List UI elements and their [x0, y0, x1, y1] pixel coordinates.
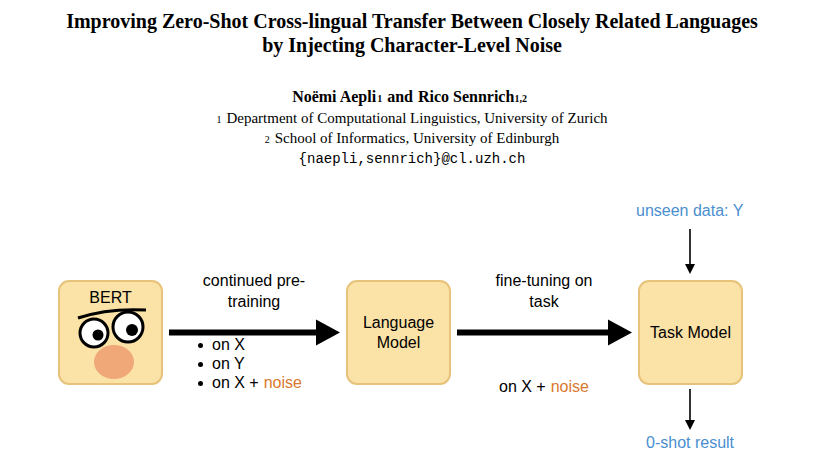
bullet-row: on X [198, 336, 245, 354]
output-arrow-line [689, 389, 691, 422]
data-note: on X [212, 336, 245, 354]
data-note: on X + [499, 378, 546, 396]
superscript: 1 [377, 93, 382, 104]
arrow-shaft [457, 330, 610, 336]
paper-title: Improving Zero-Shot Cross-lingual Transf… [62, 9, 762, 57]
superscript: 1 [216, 114, 221, 125]
superscript: 1,2 [514, 93, 527, 104]
output-arrow-head [685, 420, 695, 430]
left-eye [80, 319, 108, 347]
right-pupil [126, 324, 138, 336]
edge-label: fine-tuning on task [489, 270, 599, 312]
noise-word: noise [551, 378, 589, 396]
data-note: on Y [212, 355, 245, 373]
nose [94, 345, 134, 379]
arrow-shaft [169, 330, 318, 336]
edge-label: continued pre-training [194, 270, 314, 312]
data-note-line: on X + noise [499, 378, 589, 396]
box-label: Task Model [650, 323, 731, 343]
right-eye [113, 312, 143, 342]
model-box: Language Model [346, 280, 451, 385]
header-text: Department of Computational Linguistics,… [226, 110, 607, 127]
left-pupil [93, 330, 104, 341]
input-arrow-line [689, 229, 691, 266]
title-wrap: Improving Zero-Shot Cross-lingual Transf… [0, 9, 824, 57]
bullet-dot [198, 343, 203, 348]
bullet-row: on X + noise [198, 374, 302, 392]
box-label: BERT [89, 288, 131, 308]
eyebrow [78, 310, 146, 318]
process-arrow [169, 320, 340, 346]
bullet-dot [198, 362, 203, 367]
arrow-head [316, 320, 340, 346]
header-text: {naepli,sennrich}@cl.uzh.ch [299, 151, 526, 167]
data-note: on X + [212, 374, 259, 392]
box-label: Language Model [353, 313, 444, 353]
header-line: 2 School of Informatics, University of Ed… [0, 130, 824, 147]
header-text: and [387, 88, 413, 106]
superscript: 2 [265, 134, 270, 145]
process-arrow [457, 320, 632, 346]
header-line: 1 Department of Computational Linguistics… [0, 110, 824, 127]
model-box: Task Model [638, 280, 743, 385]
header-text: Noëmi Aepli [292, 88, 376, 106]
input-arrow-head [685, 264, 695, 274]
header-text: School of Informatics, University of Edi… [275, 130, 560, 147]
header-text: Rico Sennrich [418, 88, 514, 106]
header-line: {naepli,sennrich}@cl.uzh.ch [0, 151, 824, 167]
output-label: 0-shot result [646, 434, 734, 452]
arrow-head [608, 320, 632, 346]
input-label: unseen data: Y [636, 202, 743, 220]
bullet-dot [198, 381, 203, 386]
noise-word: noise [264, 374, 302, 392]
header-line: Noëmi Aepli1 and Rico Sennrich1,2 [0, 88, 824, 106]
bullet-row: on Y [198, 355, 245, 373]
